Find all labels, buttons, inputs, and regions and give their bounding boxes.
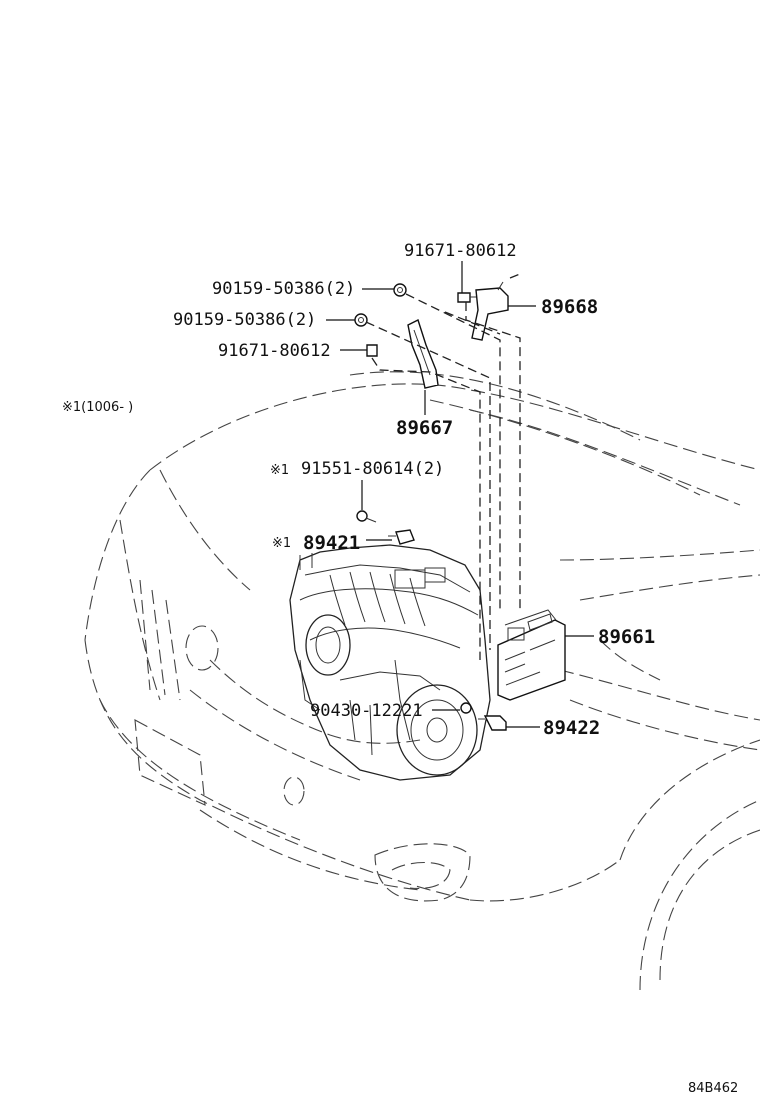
sensor-89421[interactable] bbox=[388, 529, 415, 545]
bolt-91671-top[interactable] bbox=[457, 292, 478, 303]
figure-id: 84B462 bbox=[688, 1081, 738, 1096]
sensor-89422[interactable] bbox=[478, 715, 507, 731]
callout-89421[interactable]: 89421 bbox=[303, 532, 360, 554]
callout-91671-80612-top[interactable]: 91671-80612 bbox=[404, 241, 517, 261]
callout-89667[interactable]: 89667 bbox=[396, 417, 453, 439]
ecu-89661[interactable] bbox=[497, 609, 566, 701]
nut-90159-top[interactable] bbox=[393, 283, 407, 297]
callout-89668[interactable]: 89668 bbox=[541, 296, 598, 318]
bracket-89667[interactable] bbox=[407, 319, 439, 389]
mark-91551: ※1 bbox=[270, 463, 289, 478]
assembly-lines bbox=[365, 273, 521, 660]
callout-89661[interactable]: 89661 bbox=[598, 626, 655, 648]
gasket-90430[interactable] bbox=[460, 702, 472, 714]
mark-89421: ※1 bbox=[272, 536, 291, 551]
bolt-91551[interactable] bbox=[356, 510, 377, 523]
engine-assembly bbox=[289, 544, 491, 781]
callout-89422[interactable]: 89422 bbox=[543, 717, 600, 739]
date-range-note: ※1(1006- ) bbox=[62, 400, 133, 415]
callout-90159-50386-top[interactable]: 90159-50386(2) bbox=[212, 279, 355, 299]
nut-90159-lower[interactable] bbox=[354, 313, 368, 327]
callout-91551-80614[interactable]: 91551-80614(2) bbox=[301, 459, 444, 479]
vehicle-outline bbox=[84, 371, 760, 991]
callout-90159-50386-lower[interactable]: 90159-50386(2) bbox=[173, 310, 316, 330]
leader-lines bbox=[326, 261, 594, 728]
bolt-91671-lower[interactable] bbox=[366, 344, 378, 357]
callout-90430-12221[interactable]: 90430-12221 bbox=[310, 701, 423, 721]
callout-91671-80612-lower[interactable]: 91671-80612 bbox=[218, 341, 331, 361]
bracket-89668[interactable] bbox=[471, 281, 509, 341]
